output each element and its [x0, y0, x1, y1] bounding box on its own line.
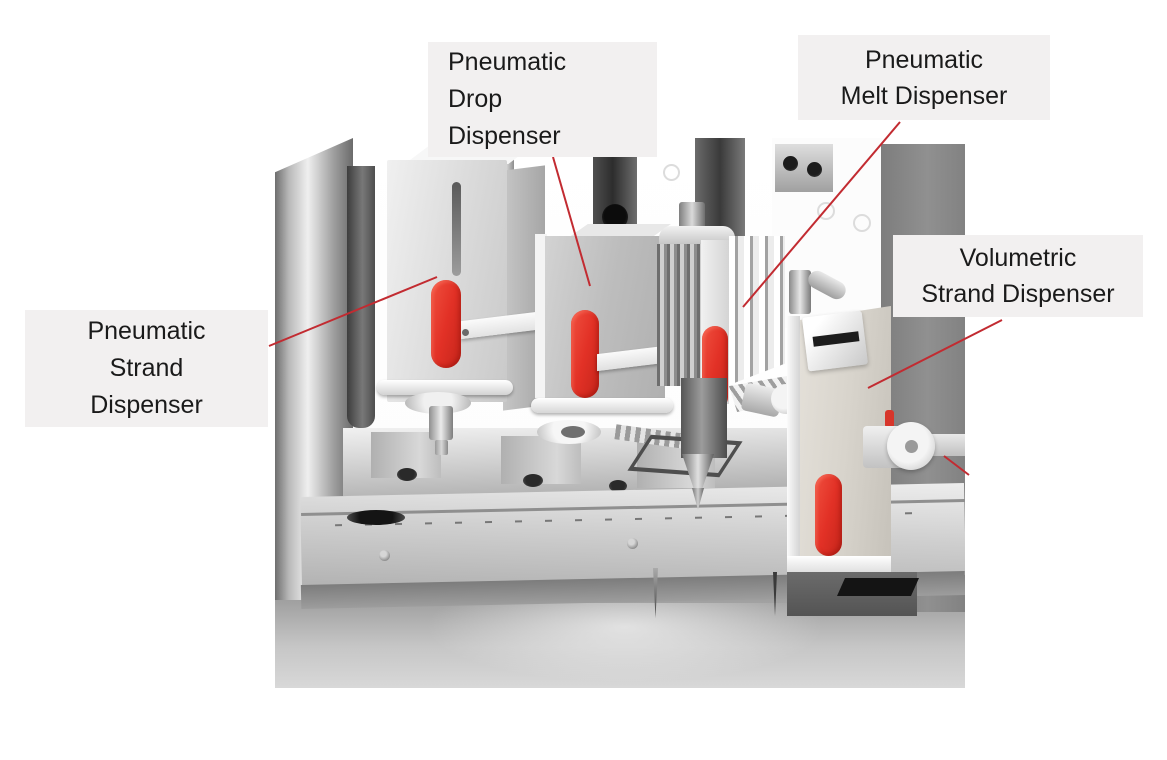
- red-indicator-volumetric: [815, 474, 842, 556]
- label-pneumatic-drop-dispenser: Pneumatic Drop Dispenser: [428, 42, 657, 157]
- strand-nozzle: [429, 406, 453, 440]
- bracket-hole: [783, 156, 798, 171]
- panel-hole: [663, 164, 680, 181]
- volumetric-bottom-strip: [787, 556, 891, 572]
- melt-nozzle-block: [681, 378, 727, 458]
- base-oval-slot: [347, 510, 405, 525]
- strand-mounting-collar: [405, 392, 471, 414]
- dispensing-needle: [773, 572, 777, 616]
- equipment-photo: [275, 138, 965, 688]
- panel-hole: [853, 214, 871, 232]
- label-pneumatic-melt-dispenser: Pneumatic Melt Dispenser: [798, 35, 1050, 120]
- label-text-line: Pneumatic: [864, 45, 984, 74]
- red-indicator-strand: [431, 280, 461, 368]
- label-text-line: Melt Dispenser: [840, 81, 1008, 110]
- screw: [462, 329, 469, 336]
- label-text-line: Strand Dispenser: [921, 280, 1115, 308]
- left-dark-rail: [347, 166, 375, 428]
- dispensing-needle: [653, 568, 658, 618]
- base-bore-hole: [397, 468, 417, 481]
- red-indicator-drop: [571, 310, 599, 398]
- base-bore-hole: [609, 480, 627, 492]
- base-bore-hole: [523, 474, 543, 487]
- melt-heatsink-fins-right: [729, 236, 785, 385]
- strand-bottom-flange: [377, 380, 513, 395]
- volumetric-edge-strip: [787, 316, 800, 572]
- strand-dispenser-slot: [452, 182, 461, 276]
- label-text-line: Dispenser: [90, 391, 203, 419]
- melt-heatsink-fins-left: [657, 244, 703, 386]
- bracket-hole: [807, 162, 822, 177]
- screw: [627, 538, 638, 549]
- red-accent-glimpse: [885, 410, 894, 428]
- screw: [379, 550, 390, 561]
- label-text-line: Pneumatic: [87, 317, 206, 345]
- label-text-line: Volumetric: [959, 244, 1077, 272]
- drop-bottom-flange: [531, 398, 673, 413]
- label-text-line: Pneumatic: [448, 48, 567, 76]
- label-pneumatic-strand-dispenser: Pneumatic Strand Dispenser: [25, 310, 268, 427]
- pneumatic-drop-dispenser-body: [545, 236, 665, 398]
- floor-highlight: [425, 603, 825, 683]
- strand-nozzle-tip: [435, 440, 448, 455]
- label-text-line: Dispenser: [448, 122, 561, 150]
- label-text-line: Drop: [448, 85, 503, 113]
- panel-hole: [817, 202, 835, 220]
- drop-collar-hole: [561, 426, 585, 438]
- volumetric-under-slot: [836, 578, 920, 596]
- label-volumetric-strand-dispenser: Volumetric Strand Dispenser: [893, 235, 1143, 317]
- volumetric-knob-hole: [905, 440, 918, 453]
- label-text-line: Strand: [109, 354, 184, 382]
- drop-dispenser-edge: [535, 234, 547, 398]
